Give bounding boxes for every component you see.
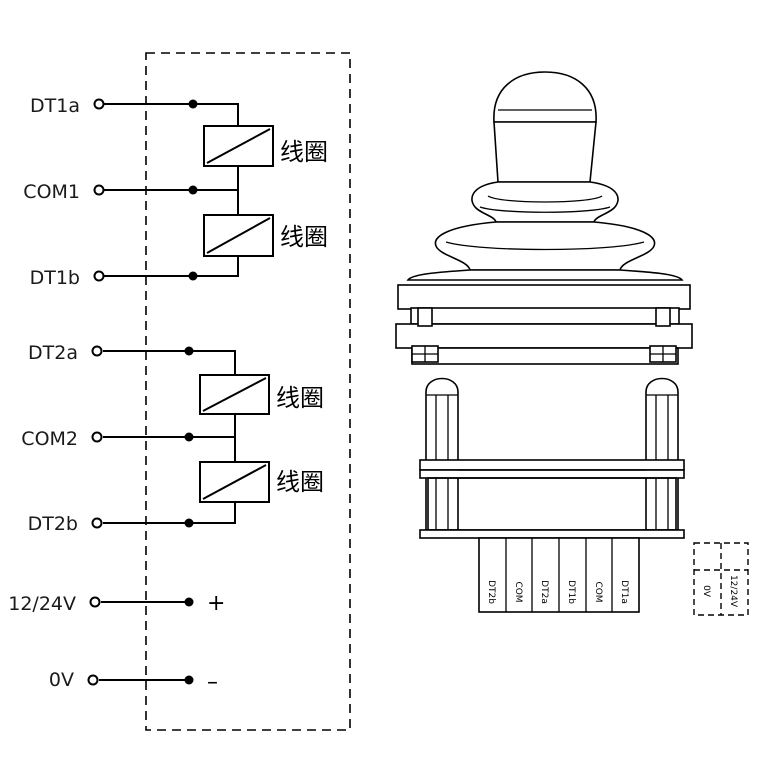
mounting-plate [395,323,693,349]
junction-dot [184,675,194,685]
coil-2b [199,461,270,503]
joystick-grip [493,121,597,183]
lower-housing [427,477,677,531]
pin-label-com: COM [513,581,523,602]
terminal-label-dt2b: DT2b [28,513,78,535]
pin-label-dt1a: DT1a [619,580,629,604]
rubber-boot [406,181,684,281]
junction-dot [184,597,194,607]
terminal-label-dt2a: DT2a [28,342,78,364]
wire-dt2a [103,350,236,375]
housing-band-top [419,459,685,471]
junction-dot [184,346,194,356]
terminal-0v [87,674,99,686]
top-flange [397,284,691,310]
junction-dot [188,99,198,109]
joystick-knob [493,71,597,123]
pin-label-dt1b: DT1b [566,580,576,604]
terminal-com2 [91,431,103,443]
minus-sign: – [207,670,218,695]
aux-pin-label-12-24v: 12/24V [728,575,738,608]
terminal-dt2b [91,517,103,529]
terminal-com1 [93,184,105,196]
coil-1b [203,214,274,257]
terminal-label-com2: COM2 [21,428,78,450]
junction-dot [188,185,198,195]
wire-dt1a [104,103,239,126]
terminal-label-dt1b: DT1b [30,267,80,289]
flange-spacer [410,307,680,325]
wire-dt1b [104,256,239,277]
coil-2a [199,374,270,415]
terminal-label-dt1a: DT1a [30,95,80,117]
terminal-label-0v: 0V [49,669,74,691]
terminal-dt1b [93,270,105,282]
terminal-12-24v [89,596,101,608]
left-standoff [425,377,459,531]
junction-dot [188,271,198,281]
junction-dot [184,432,194,442]
terminal-label-12-24v: 12/24V [8,593,76,615]
coil-label-2a: 线圈 [276,384,324,412]
base-plate [419,529,685,539]
terminal-dt2a [91,345,103,357]
terminal-label-com1: COM1 [23,181,80,203]
coil-1a [203,125,274,167]
joystick-drawing: DT2b COM DT2a DT1b COM DT1a 0V 12/24V [395,71,749,616]
aux-power-connector: 0V 12/24V [693,542,749,616]
plus-sign: + [207,591,225,616]
coil-label-1b: 线圈 [280,223,328,251]
right-standoff [645,377,679,531]
plate-underside [411,347,679,365]
terminal-dt1a [93,98,105,110]
pin-label-dt2b: DT2b [486,580,496,604]
coil-label-1a: 线圈 [280,138,328,166]
right-screw [649,307,677,363]
module-boundary [145,52,351,731]
wire-dt2b [103,502,236,524]
coil-label-2b: 线圈 [276,468,324,496]
connector-block: DT2b COM DT2a DT1b COM DT1a [478,537,640,613]
housing-band [419,469,685,479]
aux-pin-label-0v: 0V [701,585,711,598]
pin-label-dt2a: DT2a [539,580,549,604]
wiring-schematic: DT1a COM1 DT1b DT2a COM2 DT2b 12/24V 0V [8,52,351,731]
left-screw [411,307,439,363]
junction-dot [184,518,194,528]
pin-label-com: COM [593,581,603,602]
